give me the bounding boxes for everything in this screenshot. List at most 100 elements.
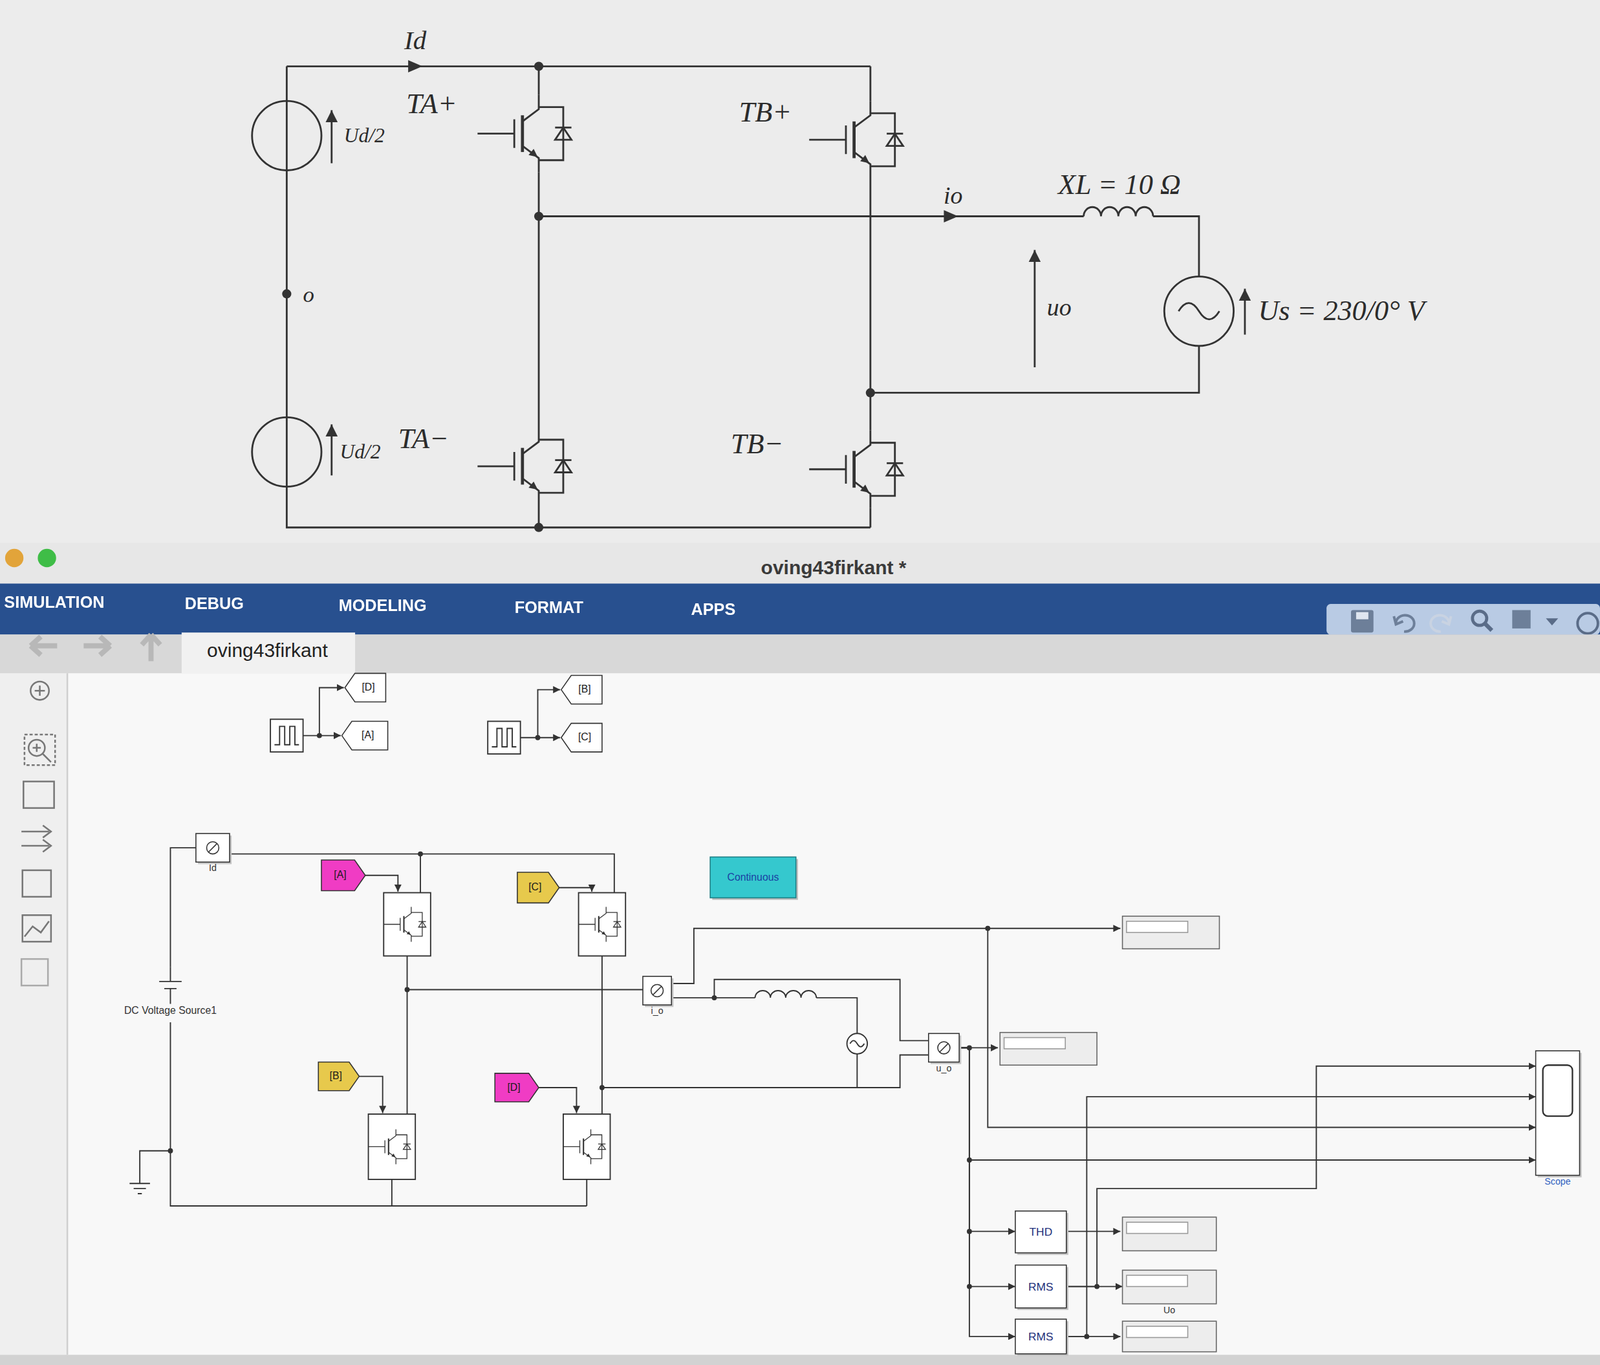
schematic-background (0, 0, 1600, 543)
igbt-symbol (809, 100, 903, 179)
display-block (999, 1032, 1097, 1066)
dc-voltage-source-outline (155, 967, 186, 1005)
pulse-generator (491, 728, 517, 747)
menu-tab: MODELING (338, 596, 427, 615)
display-block-outline (1126, 1275, 1188, 1287)
display-block (1122, 916, 1220, 949)
power-wire (170, 847, 196, 968)
function-block-outline (1015, 1211, 1067, 1254)
side-toolbar (21, 959, 48, 986)
igbt-block (368, 893, 627, 1180)
model-wire (755, 990, 817, 998)
side-toolbar (22, 870, 52, 898)
wire (286, 65, 871, 68)
display-block-text: Uo (1163, 1305, 1176, 1316)
model-wire (559, 887, 592, 892)
signal-line (1066, 1066, 1536, 1287)
wire (870, 216, 1200, 393)
source-label: Ud/2 (339, 440, 381, 464)
voltage-source (252, 100, 322, 171)
voltage-source (330, 424, 333, 476)
voltage-source (1243, 289, 1246, 336)
menu-tab: APPS (691, 600, 736, 619)
measurement-block-outline (939, 1043, 949, 1053)
side-toolbar (34, 685, 46, 696)
igbt-block (578, 893, 627, 957)
side-toolbar (0, 673, 68, 1355)
side-toolbar (23, 781, 54, 809)
from-tag-outline (318, 1061, 359, 1091)
measurement-block-body (195, 833, 230, 863)
current-label: Id (404, 25, 427, 55)
function-block: RMS (1015, 1319, 1067, 1355)
transistor-label: TB+ (739, 95, 792, 129)
menu-tab: FORMAT (514, 598, 584, 617)
menu-tab: SIMULATION (3, 593, 105, 612)
source-label: Ud/2 (344, 124, 385, 147)
menu-tab: SIMULATION (3, 593, 105, 612)
reactance-label: XL = 10 Ω (1058, 168, 1181, 201)
transistor-label: TB− (730, 427, 784, 460)
goto-tag: [D] (344, 673, 386, 702)
from-tag-outline (517, 872, 560, 903)
function-block-outline (1015, 1264, 1067, 1308)
junction-dot (168, 1148, 174, 1154)
node-label: o (303, 281, 315, 308)
side-toolbar (66, 673, 69, 1355)
transistor-label: TB+ (739, 95, 792, 128)
from-tag-text: [B] (329, 1070, 343, 1083)
measurement-block-text: u_o (936, 1063, 952, 1074)
model-wire (170, 1022, 587, 1207)
goto-tag-text: [B] (578, 684, 591, 696)
model-wire (520, 690, 561, 738)
toolstrip (0, 583, 1600, 636)
scope-block-body (1535, 1050, 1580, 1176)
schematic-background (0, 0, 1600, 543)
junction-dot (281, 61, 876, 532)
from-tag: [B] (318, 1061, 359, 1091)
toolstrip (1351, 610, 1374, 634)
model-wire (406, 955, 409, 1115)
side-toolbar (30, 681, 49, 700)
measurement-block-outline (937, 1041, 951, 1055)
current-arrow (408, 60, 958, 223)
voltage-source (285, 100, 288, 171)
scope-block-text: Scope (1544, 1176, 1571, 1187)
function-block-text: RMS (1028, 1280, 1054, 1294)
ac-source (847, 1033, 868, 1055)
powergui-block: Continuous (710, 856, 797, 898)
display-block (1126, 921, 1189, 933)
dc-voltage-source-outline (159, 967, 182, 1005)
junction-dot (712, 995, 718, 1001)
scope-block-outline (1535, 1050, 1580, 1176)
window-title: oving43firkant * (761, 556, 907, 579)
measurement-block-outline (928, 1033, 960, 1062)
breadcrumb-tab: oving43firkant (206, 639, 328, 661)
display-block (1004, 1037, 1066, 1049)
window-title: oving43firkant * (761, 556, 907, 580)
toolstrip (1484, 623, 1492, 631)
side-toolbar (24, 734, 55, 766)
from-tag: [C] (517, 872, 560, 903)
source-label: Us = 230/0° V (1257, 294, 1425, 327)
goto-tag-outline (561, 723, 603, 753)
menu-tab: MODELING (338, 596, 427, 616)
from-tag-text: [C] (528, 882, 542, 894)
junction-dot (599, 1085, 605, 1091)
goto-tag: [B] (561, 675, 603, 705)
toolstrip (1472, 611, 1487, 626)
wire (286, 66, 871, 528)
side-toolbar (24, 921, 50, 938)
pulse-generator (487, 721, 520, 755)
junction-dot (865, 388, 876, 398)
display-block (1126, 1326, 1189, 1338)
model-wire (139, 1151, 171, 1184)
voltage-source (252, 417, 322, 487)
from-tag-outline (494, 1073, 539, 1103)
model-wire (129, 687, 1121, 1337)
from-tag-text: [A] (333, 869, 346, 882)
voltage-source (1033, 250, 1036, 368)
